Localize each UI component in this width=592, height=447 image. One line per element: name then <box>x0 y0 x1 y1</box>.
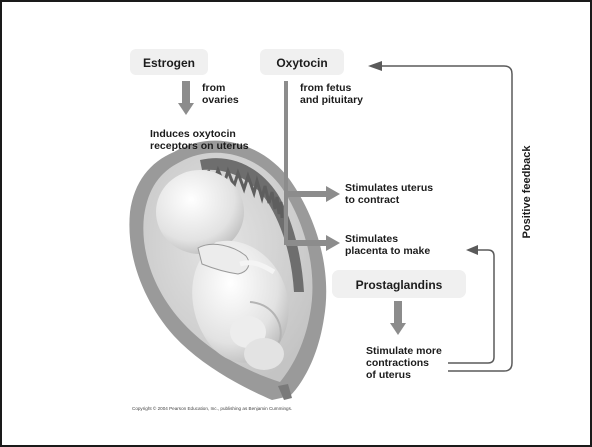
oxytocin-label: Oxytocin <box>276 56 327 70</box>
induces-label: Induces oxytocin receptors on uterus <box>150 128 249 152</box>
feedback-loop-inner <box>448 245 494 363</box>
copyright-text: Copyright © 2004 Pearson Education, Inc.… <box>132 405 292 411</box>
prostaglandins-arrow <box>390 301 406 335</box>
fetus-buttock <box>244 338 284 370</box>
prostaglandins-label: Prostaglandins <box>356 278 443 292</box>
from-fetus-label: from fetus and pituitary <box>300 82 363 106</box>
stimulates-placenta-label: Stimulates placenta to make <box>345 233 430 257</box>
feedback-loop-outer <box>368 61 512 371</box>
estrogen-label: Estrogen <box>143 56 195 70</box>
stimulate-more-label: Stimulate more contractions of uterus <box>366 345 445 381</box>
from-ovaries-label: from ovaries <box>202 82 239 106</box>
uterus-fetus-illustration <box>129 141 326 400</box>
positive-feedback-label: Positive feedback <box>521 145 533 239</box>
estrogen-arrow <box>178 81 194 115</box>
stimulates-uterus-label: Stimulates uterus to contract <box>345 182 436 206</box>
